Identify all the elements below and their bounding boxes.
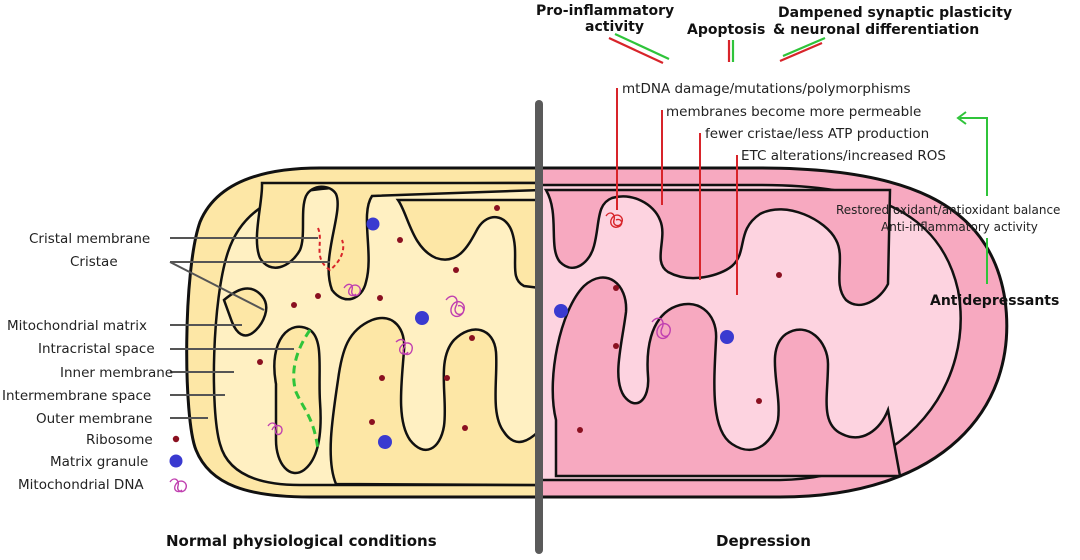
ribosomes-right bbox=[577, 272, 782, 433]
legend-ribosome-label: Ribosome bbox=[86, 432, 153, 448]
matrix-granule bbox=[378, 435, 392, 449]
damaged-mtdna bbox=[605, 212, 624, 228]
matrix-granule bbox=[366, 217, 380, 231]
legend-granule-symbol bbox=[169, 454, 183, 468]
alteration-mtdna: mtDNA damage/mutations/polymorphisms bbox=[622, 81, 911, 97]
legend-mtdna-symbol bbox=[169, 478, 188, 493]
alteration-etc: ETC alterations/increased ROS bbox=[741, 148, 946, 164]
alteration-permeable: membranes become more permeable bbox=[666, 104, 921, 120]
legend-mtdna-label: Mitochondrial DNA bbox=[18, 477, 144, 493]
alteration-pointers bbox=[616, 88, 738, 295]
antidepressant-arrow bbox=[956, 111, 988, 284]
cristal-membrane-highlight bbox=[317, 227, 345, 272]
legend-ribosome-symbol bbox=[172, 435, 180, 443]
label-intermembrane-space: Intermembrane space bbox=[2, 388, 151, 404]
caption-normal: Normal physiological conditions bbox=[166, 532, 437, 550]
label-cristae: Cristae bbox=[70, 254, 118, 270]
antidepressants-label: Antidepressants bbox=[930, 293, 1059, 309]
ribosomes-left bbox=[257, 205, 500, 431]
depression-mitochondrion bbox=[538, 166, 1009, 499]
matrix-granule bbox=[415, 311, 429, 325]
matrix-granule bbox=[554, 304, 568, 318]
cristae-folds-right bbox=[543, 188, 902, 478]
alteration-cristae: fewer cristae/less ATP production bbox=[705, 126, 929, 142]
effect-dampened-line1: Dampened synaptic plasticity bbox=[778, 5, 1012, 21]
intracristal-highlight bbox=[292, 329, 320, 451]
antidepressant-effect-antiinflammatory: Anti-inflammatory activity bbox=[881, 220, 1038, 234]
label-mitochondrial-matrix: Mitochondrial matrix bbox=[7, 318, 147, 334]
label-outer-membrane: Outer membrane bbox=[36, 411, 152, 427]
effect-dampened-line2: & neuronal differentiation bbox=[773, 22, 979, 38]
legend-matrix-granule-label: Matrix granule bbox=[50, 454, 148, 470]
mtdna-squiggles-right bbox=[651, 317, 671, 340]
effect-pro-inflammatory-line1: Pro-inflammatory bbox=[536, 3, 674, 19]
caption-depression: Depression bbox=[716, 532, 811, 550]
label-intracristal-space: Intracristal space bbox=[38, 341, 155, 357]
effect-pro-inflammatory-line2: activity bbox=[585, 19, 644, 35]
matrix-granule bbox=[720, 330, 734, 344]
effect-apoptosis: Apoptosis bbox=[687, 22, 765, 38]
label-pointers bbox=[169, 237, 330, 419]
antidepressant-effect-balance: Restored oxidant/antioxidant balance bbox=[836, 203, 1060, 217]
normal-mitochondrion bbox=[185, 166, 538, 499]
label-inner-membrane: Inner membrane bbox=[60, 365, 173, 381]
label-cristal-membrane: Cristal membrane bbox=[29, 231, 150, 247]
effect-arrows bbox=[608, 33, 826, 64]
mtdna-squiggles-left bbox=[267, 283, 465, 436]
